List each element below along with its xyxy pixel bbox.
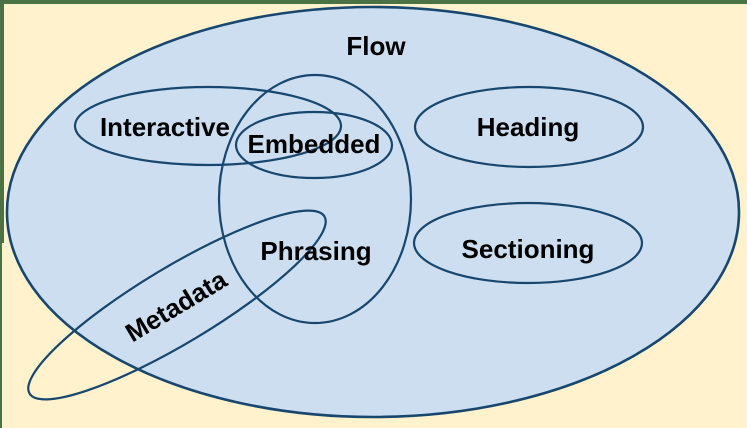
metadata-set-ellipse bbox=[27, 209, 327, 401]
frame-border-left-thin bbox=[0, 0, 2, 428]
sectioning-label: Sectioning bbox=[462, 234, 595, 264]
interactive-set-ellipse bbox=[73, 85, 343, 167]
frame-border-left bbox=[0, 0, 4, 243]
sectioning-set-ellipse bbox=[412, 201, 644, 285]
flow-label: Flow bbox=[346, 31, 406, 61]
phrasing-set-ellipse bbox=[217, 73, 413, 325]
embedded-set-ellipse bbox=[234, 110, 394, 180]
phrasing-label: Phrasing bbox=[260, 236, 371, 266]
flow-set-ellipse bbox=[5, 5, 741, 419]
heading-label: Heading bbox=[477, 112, 580, 142]
heading-set-ellipse bbox=[413, 85, 645, 169]
interactive-label: Interactive bbox=[100, 112, 230, 142]
embedded-label: Embedded bbox=[248, 129, 381, 159]
frame-border-top bbox=[0, 0, 747, 4]
